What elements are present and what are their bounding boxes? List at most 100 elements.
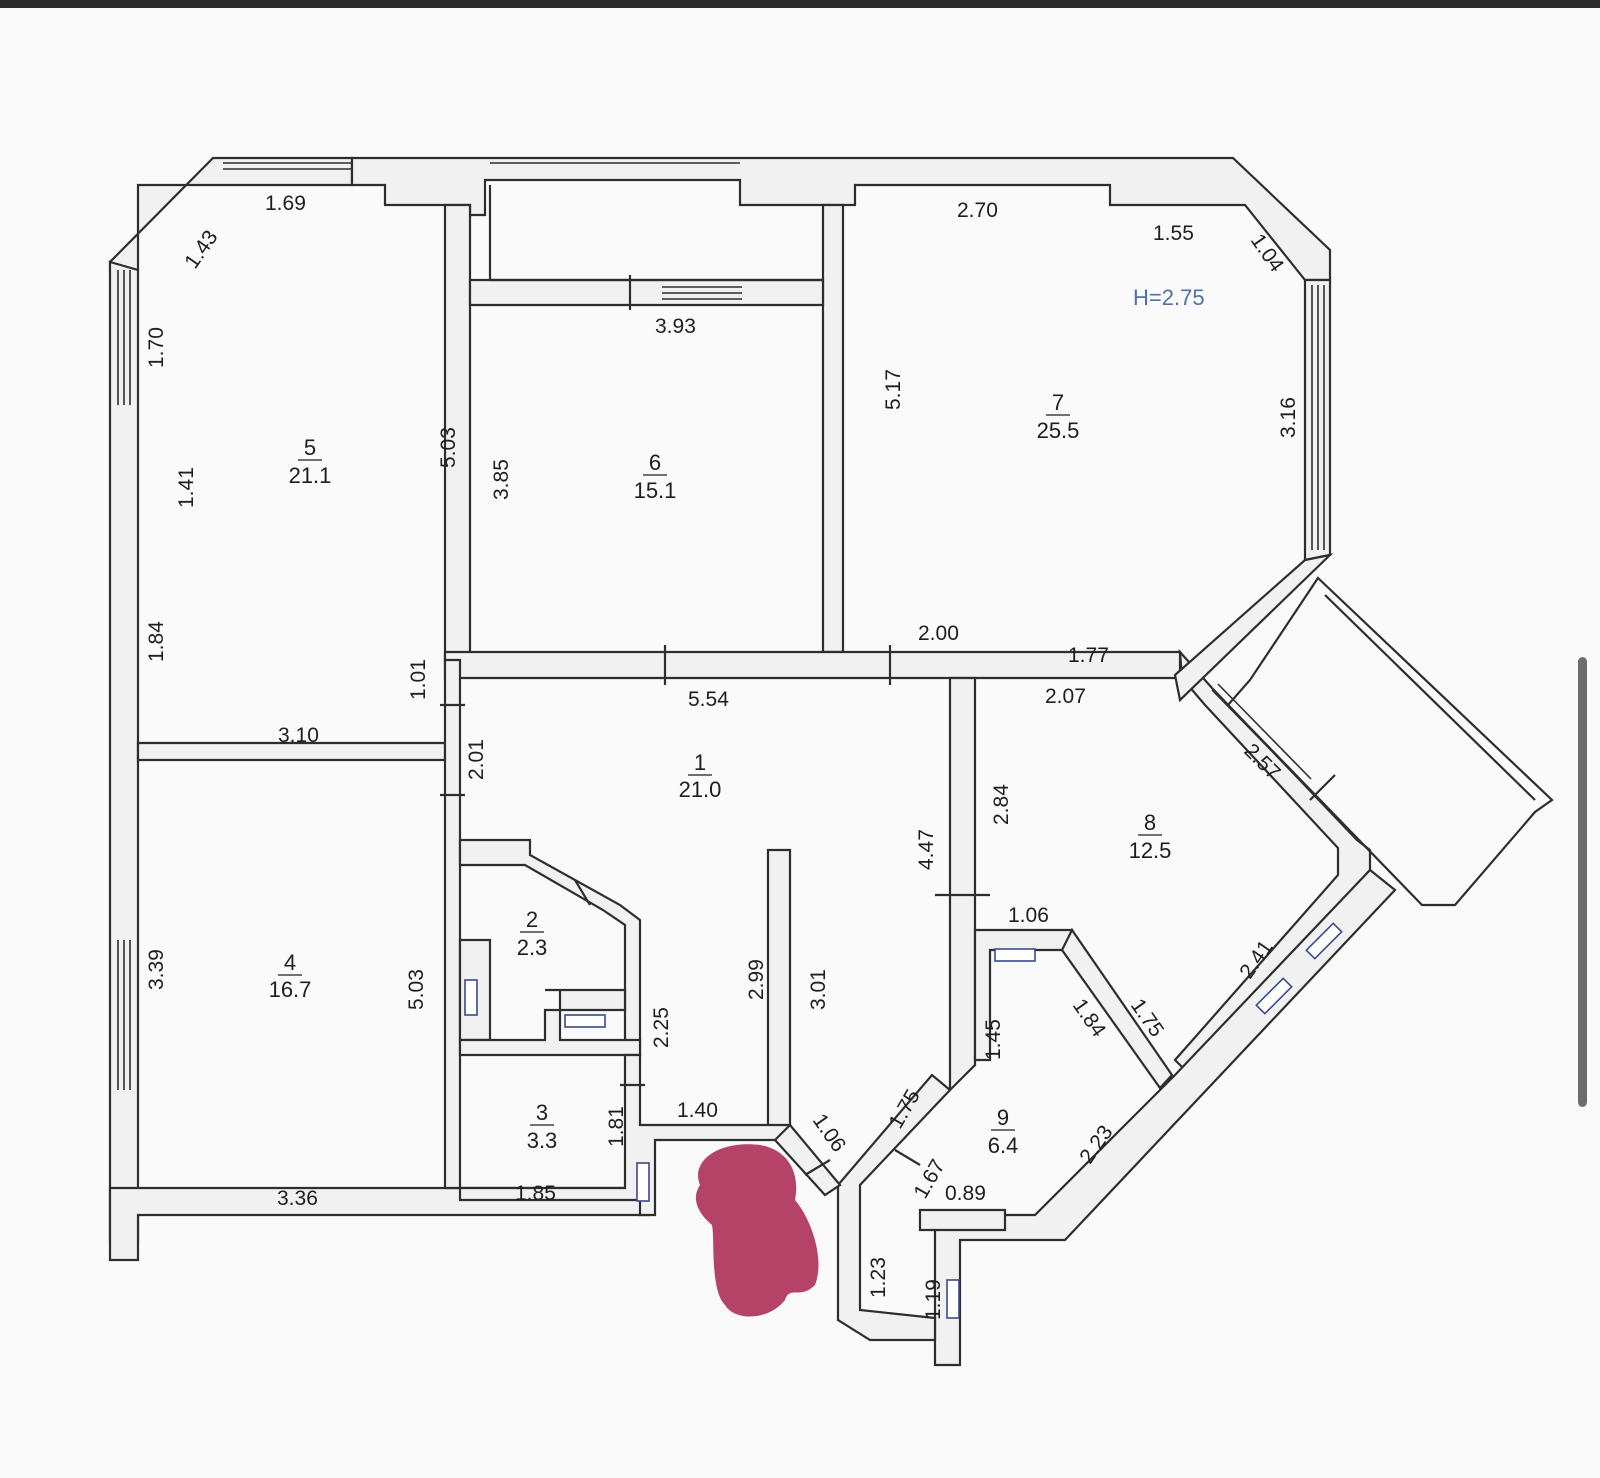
windows <box>117 162 1325 1090</box>
dim-label: 1.69 <box>265 192 306 215</box>
room-number: 3 <box>536 1100 548 1125</box>
vertical-scrollbar[interactable] <box>1578 657 1587 1107</box>
vent-icon <box>994 948 1036 962</box>
dim-label: 2.99 <box>745 959 768 1000</box>
dim-label: 2.70 <box>957 199 998 222</box>
door-ticks <box>440 275 1336 1176</box>
vent-icon <box>946 1279 960 1319</box>
vent-icon <box>636 1162 650 1202</box>
dim-label: 1.06 <box>1008 904 1049 927</box>
dim-label: 1.19 <box>922 1279 945 1320</box>
wall-left-outer <box>108 260 140 1242</box>
dim-label: 2.25 <box>650 1007 673 1048</box>
dim-label: 1.41 <box>175 467 198 508</box>
dim-label: 3.01 <box>807 969 830 1010</box>
dim-label: 5.03 <box>437 427 460 468</box>
wall-6-7 <box>821 203 845 654</box>
loggia-right <box>1226 576 1554 907</box>
dim-label: 2.01 <box>465 739 488 780</box>
top-photo-strip <box>0 0 1600 8</box>
dim-label: 1.01 <box>407 659 430 700</box>
dimension-labels: 1.69 1.43 1.70 1.41 1.84 5.03 3.10 1.01 … <box>145 192 1300 1320</box>
dim-label: 5.03 <box>405 969 428 1010</box>
wall-9-diag <box>1060 927 1174 1090</box>
vent-icon <box>464 979 478 1016</box>
wall-right-diag <box>1173 553 1334 703</box>
dim-label: 2.00 <box>918 622 959 645</box>
dim-label: 2.07 <box>1045 685 1086 708</box>
wall-9-bottom <box>918 1208 1007 1232</box>
room-7-label: 7 25.5 <box>1037 390 1080 443</box>
room-area: 16.7 <box>269 977 312 1002</box>
dim-label: 1.45 <box>982 1019 1005 1060</box>
room-number: 6 <box>649 450 661 475</box>
wall-corridor-right <box>836 1073 952 1342</box>
room-2-label: 2 2.3 <box>517 907 548 960</box>
room-number: 7 <box>1052 390 1064 415</box>
room-area: 6.4 <box>988 1133 1019 1158</box>
wall-top-left <box>108 156 354 272</box>
dim-label: 3.85 <box>490 459 513 500</box>
dim-label: 1.77 <box>1068 644 1109 667</box>
window-room8 <box>1211 683 1312 786</box>
room-number: 5 <box>304 435 316 460</box>
room-5-label: 5 21.1 <box>289 435 332 488</box>
room-4-label: 4 16.7 <box>269 950 312 1002</box>
dim-label: 4.47 <box>915 829 938 870</box>
dim-label: 1.81 <box>605 1106 628 1147</box>
room-3-label: 3 3.3 <box>527 1100 558 1153</box>
ceiling-height-label: H=2.75 <box>1133 285 1205 310</box>
dim-label: 3.36 <box>277 1187 318 1210</box>
dim-label: 1.70 <box>145 327 168 368</box>
window-room4 <box>117 940 131 1090</box>
red-mark-blot <box>695 1144 819 1317</box>
window-room5 <box>117 270 131 405</box>
room-number: 4 <box>284 950 296 975</box>
room-number: 2 <box>526 907 538 932</box>
room-8-label: 8 12.5 <box>1129 810 1172 863</box>
dim-label: 3.10 <box>278 724 319 747</box>
wall-1-8 <box>948 676 977 1093</box>
dim-label: 5.17 <box>882 369 905 410</box>
dim-label: 3.93 <box>655 315 696 338</box>
room-number: 9 <box>997 1105 1009 1130</box>
dim-label: 1.84 <box>145 621 168 662</box>
dim-label: 1.85 <box>515 1182 556 1205</box>
window-top <box>223 162 740 170</box>
dim-label: 1.40 <box>677 1099 718 1122</box>
vents <box>464 922 1343 1319</box>
dim-label: 5.54 <box>688 688 729 711</box>
room-6-label: 6 15.1 <box>634 450 677 503</box>
wall-room2-bottom <box>458 988 642 1057</box>
room-labels: 1 21.0 2 2.3 3 3.3 4 16.7 5 21.1 6 15.1 <box>269 390 1172 1158</box>
wall-room3 <box>458 1053 792 1217</box>
vent-icon <box>1305 922 1343 960</box>
room-1-label: 1 21.0 <box>679 750 722 802</box>
room-area: 21.1 <box>289 463 332 488</box>
room-area: 3.3 <box>527 1128 558 1153</box>
room-area: 25.5 <box>1037 418 1080 443</box>
loggia-rail <box>1324 594 1536 801</box>
dim-label: 1.43 <box>180 226 222 273</box>
room-area: 21.0 <box>679 777 722 802</box>
dim-label: 1.55 <box>1153 222 1194 245</box>
room-9-label: 9 6.4 <box>988 1105 1019 1158</box>
wall-4-1 <box>443 658 462 1190</box>
vent-icon <box>1255 977 1293 1015</box>
dim-label: 2.84 <box>990 784 1013 825</box>
dim-label: 3.39 <box>145 949 168 990</box>
dim-label: 1.06 <box>808 1110 850 1157</box>
window-room7 <box>1311 285 1325 550</box>
pillar-center <box>766 848 792 1132</box>
room-number: 8 <box>1144 810 1156 835</box>
vent-icon <box>564 1014 606 1028</box>
room-area: 12.5 <box>1129 838 1172 863</box>
room-area: 15.1 <box>634 478 677 503</box>
wall-balcony-top <box>468 278 825 307</box>
room-number: 1 <box>694 750 706 775</box>
room-area: 2.3 <box>517 935 548 960</box>
dim-label: 0.89 <box>945 1182 986 1205</box>
balcony-top-outline <box>488 185 823 282</box>
dim-label: 1.23 <box>867 1257 890 1298</box>
